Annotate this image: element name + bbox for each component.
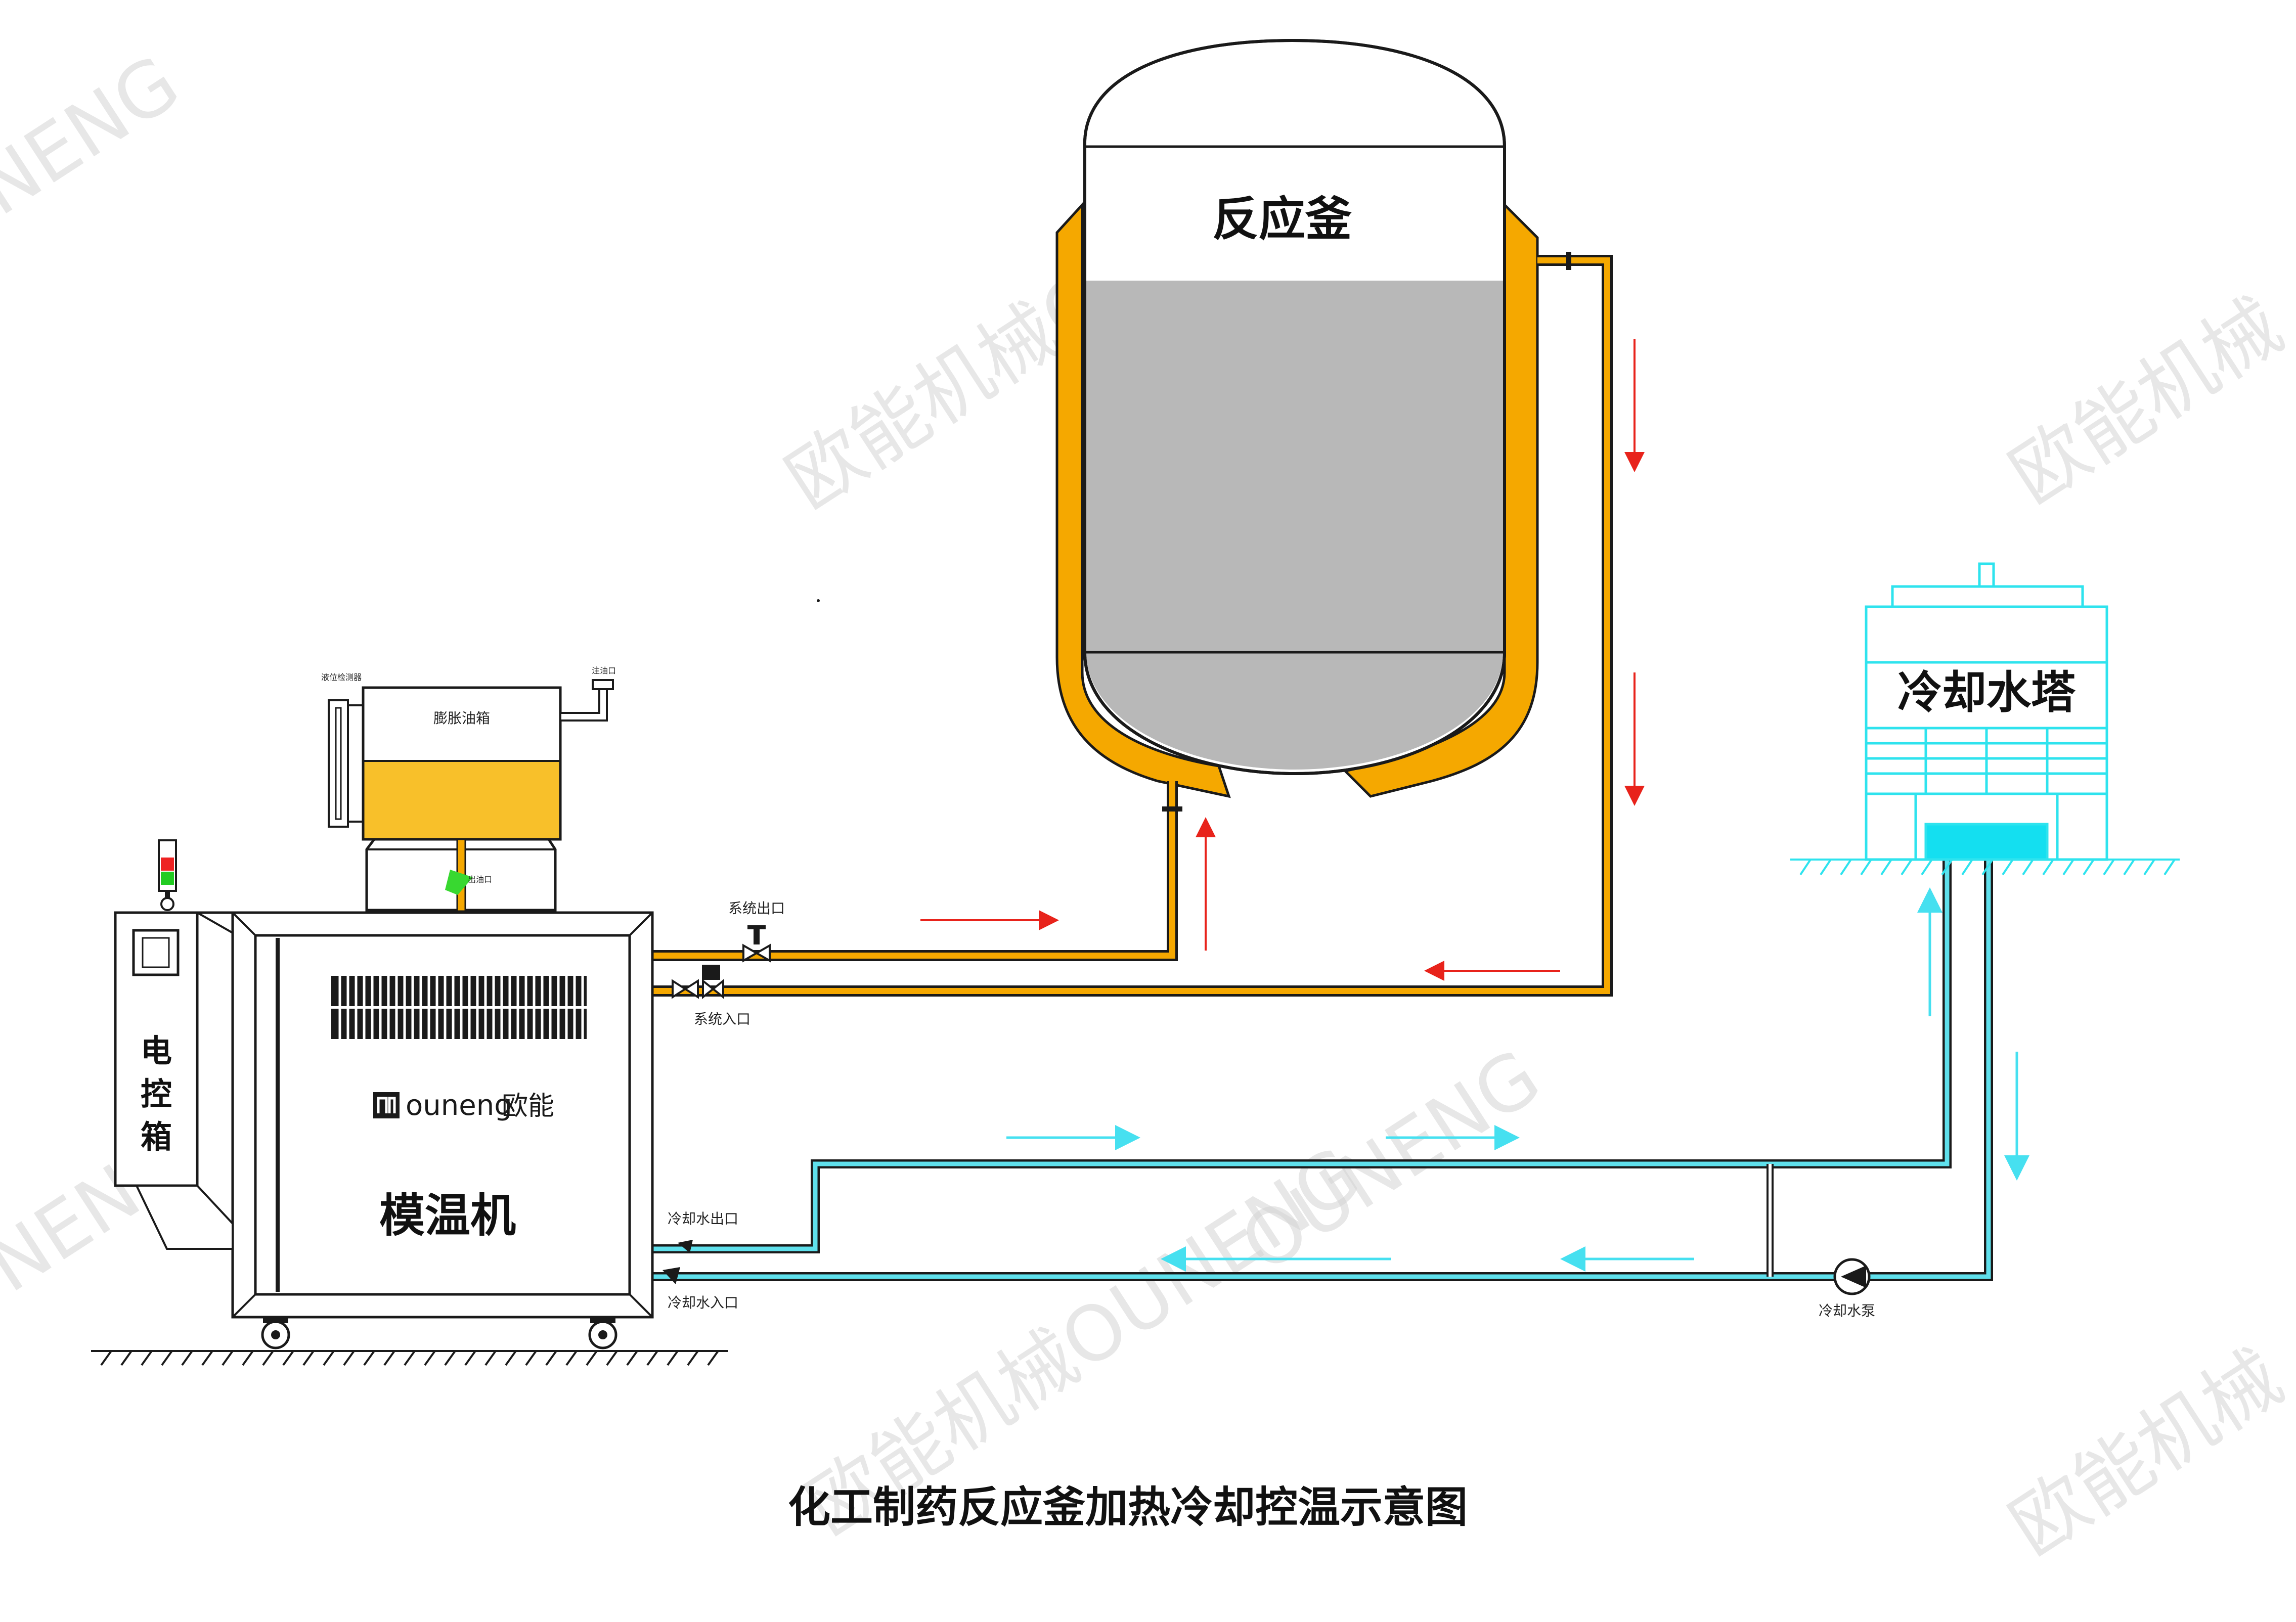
control-box-char-1: 电 [141, 1032, 172, 1069]
reactor-inlet-flange [1162, 806, 1182, 812]
tower-basin [1924, 823, 2049, 861]
brand-cn: 欧能 [502, 1091, 554, 1121]
machine-ground [91, 1350, 728, 1366]
reactor-label: 反应釜 [1212, 192, 1352, 246]
tower-fan-stack [1978, 562, 1995, 588]
fill-port-label: 注油口 [592, 666, 616, 675]
tower-top [1891, 585, 2084, 608]
system-outlet-valve: 系统出口 [728, 900, 785, 963]
fill-port [559, 687, 608, 722]
mold-temp-machine: ouneng 欧能 模温机 [231, 911, 654, 1349]
green-lamp [161, 872, 174, 885]
cooling-tower-label: 冷却水塔 [1897, 666, 2076, 718]
vent-grille [331, 976, 587, 1039]
reactor-jacket-left [1055, 201, 1231, 798]
diagram-title: 化工制药反应釜加热冷却控温示意图 [788, 1482, 1468, 1532]
cooling-water-outlet-valve [678, 1240, 693, 1253]
watermark: NENG [0, 39, 195, 233]
tank-outlet-label: 出油口 [468, 875, 492, 884]
system-inlet-valve: 系统入口 [672, 965, 750, 1027]
oil-supply-pipe [648, 781, 1178, 961]
cool-flow-arrows [1006, 887, 2029, 1272]
brand-en: ouneng [406, 1089, 512, 1122]
watermark: 欧能机械 [1995, 1333, 2296, 1572]
reactor-outlet-flange [1566, 252, 1571, 270]
red-lamp [161, 858, 174, 871]
oil-circuit [648, 252, 1613, 997]
tank-outlet-valve [445, 870, 473, 895]
cooling-ports: 冷却水出口 冷却水入口 [663, 1210, 738, 1311]
control-box-char-2: 控 [141, 1075, 172, 1112]
tank-oil [364, 761, 559, 838]
cooling-water-inlet-valve [663, 1267, 680, 1284]
tower-ground [1790, 859, 2180, 876]
hot-flow-arrows [920, 339, 1645, 981]
dot [817, 599, 820, 602]
cooling-water-outlet-label: 冷却水出口 [668, 1210, 738, 1227]
reactor-vessel: 反应釜 [1055, 38, 1539, 798]
water-circuit [648, 860, 1993, 1281]
reactor-liquid [1086, 281, 1503, 770]
cooling-tower: 冷却水塔 [1865, 562, 2108, 861]
tower-body [1865, 661, 2108, 730]
expansion-tank: 膨胀油箱 液位检测器 注油口 出油口 [321, 666, 616, 912]
control-box-base [135, 1185, 234, 1250]
level-gauge-label: 液位检测器 [321, 672, 362, 682]
tower-upper [1865, 605, 2108, 664]
watermark: 欧能机械 [1995, 282, 2296, 521]
system-inlet-label: 系统入口 [694, 1011, 750, 1027]
brand-logo: ouneng 欧能 [373, 1089, 554, 1122]
machine-label: 模温机 [379, 1189, 516, 1242]
cooling-water-inlet-label: 冷却水入口 [668, 1294, 738, 1311]
control-box: 电 控 箱 [114, 839, 234, 1250]
signal-light [158, 839, 177, 911]
cooling-pump-label: 冷却水泵 [1819, 1302, 1875, 1319]
cooling-pump: 冷却水泵 [1819, 1258, 1875, 1319]
tank-label: 膨胀油箱 [433, 710, 490, 727]
system-outlet-label: 系统出口 [728, 900, 785, 917]
reactor-jacket-right [1343, 201, 1539, 798]
control-box-char-3: 箱 [141, 1118, 172, 1155]
